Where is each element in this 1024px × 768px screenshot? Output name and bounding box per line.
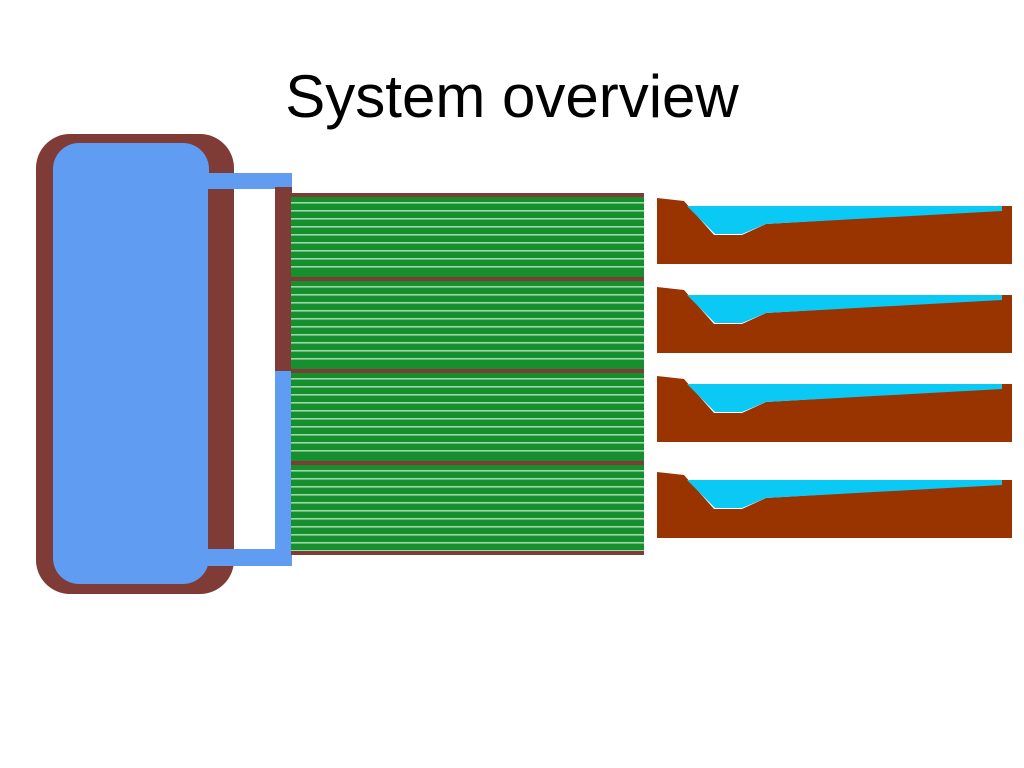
panel-border-bottom (291, 551, 644, 555)
panel-stripe (291, 510, 644, 512)
panel-stripe (291, 526, 644, 528)
panel-stripe (291, 470, 644, 472)
panel-stripe (291, 358, 644, 360)
panel-stripe (291, 534, 644, 536)
panel-body (291, 461, 644, 554)
panel-stripe (291, 426, 644, 428)
panel-stripe (291, 494, 644, 496)
slide-title: System overview (285, 63, 739, 130)
panel-stripe (291, 402, 644, 404)
panel-stripe (291, 342, 644, 344)
tank-water (53, 143, 209, 584)
pipe-bottom (208, 549, 292, 566)
panel-stripe (291, 226, 644, 228)
panel-stripe (291, 334, 644, 336)
panel-stripe (291, 386, 644, 388)
panel-stripe (291, 394, 644, 396)
panel-stripe (291, 302, 644, 304)
panel-stripe (291, 350, 644, 352)
panel-stripe (291, 442, 644, 444)
panel-body (291, 277, 644, 369)
manifold-upper (275, 187, 292, 373)
soil-profile (657, 472, 1012, 538)
distribution-pipes (208, 173, 292, 566)
panel-border (291, 369, 644, 373)
panel-stripe (291, 486, 644, 488)
panel-stripe (291, 478, 644, 480)
manifold-lower (275, 371, 292, 566)
panel-stripe (291, 518, 644, 520)
panel-stripe (291, 242, 644, 244)
panel-border (291, 461, 644, 465)
panel-stripe (291, 218, 644, 220)
panel-1 (291, 193, 644, 277)
panel-stripe (291, 310, 644, 312)
panel-3 (291, 369, 644, 461)
panel-stripe (291, 502, 644, 504)
water-surface (687, 384, 1002, 412)
panel-stripe (291, 250, 644, 252)
panel-stripe (291, 294, 644, 296)
panel-stripe (291, 286, 644, 288)
panel-stripe (291, 450, 644, 452)
panel-stripe (291, 434, 644, 436)
water-surface (687, 480, 1002, 508)
panel-stripe (291, 542, 644, 544)
panel-stripe (291, 202, 644, 204)
panel-stripe (291, 550, 644, 552)
panel-stripe (291, 378, 644, 380)
water-surface (687, 206, 1002, 234)
soil-profile (657, 287, 1012, 353)
panel-stripe (291, 210, 644, 212)
channel-2 (657, 287, 1012, 353)
panel-stripe (291, 418, 644, 420)
panel-stripe (291, 234, 644, 236)
panel-stripe (291, 266, 644, 268)
panel-stripe (291, 258, 644, 260)
channel-1 (657, 198, 1012, 264)
panel-border (291, 193, 644, 197)
panel-border (291, 277, 644, 281)
green-panels (291, 193, 644, 555)
water-surface (687, 295, 1002, 323)
soil-profile (657, 376, 1012, 442)
panel-2 (291, 277, 644, 369)
channel-4 (657, 472, 1012, 538)
panel-body (291, 369, 644, 461)
channel-3 (657, 376, 1012, 442)
channel-profiles (657, 198, 1012, 538)
soil-profile (657, 198, 1012, 264)
panel-stripe (291, 326, 644, 328)
panel-4 (291, 461, 644, 554)
tank-right-wall (208, 175, 234, 565)
pipe-top (208, 173, 292, 189)
panel-stripe (291, 318, 644, 320)
storage-tank (36, 134, 234, 594)
panel-stripe (291, 410, 644, 412)
